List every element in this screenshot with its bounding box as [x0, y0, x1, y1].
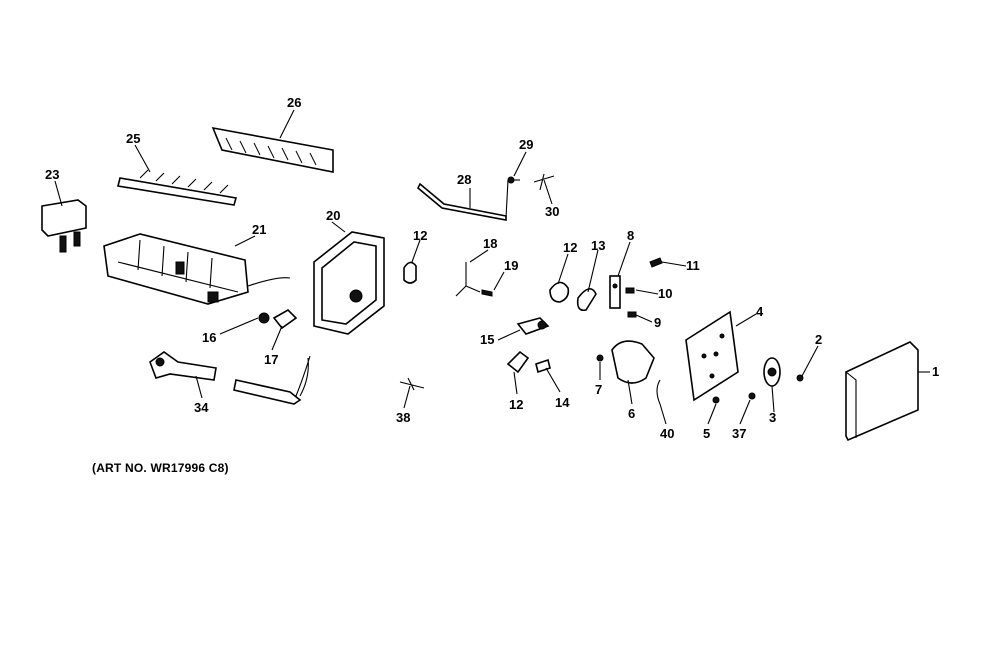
part-1-cover [845, 341, 919, 442]
callout-34: 34 [194, 400, 209, 415]
part-8-switch [609, 275, 621, 309]
part-10-screw [625, 287, 635, 294]
leader-lines [54, 109, 930, 425]
callout-4: 4 [756, 304, 764, 319]
callout-1: 1 [932, 364, 939, 379]
callout-7: 7 [595, 382, 602, 397]
art-number-caption: (ART NO. WR17996 C8) [92, 461, 229, 475]
callout-28: 28 [457, 172, 471, 187]
part-13-lever [576, 288, 597, 312]
part-30-pin [533, 173, 555, 191]
part-38-clip [399, 377, 425, 391]
callout-29: 29 [519, 137, 533, 152]
callout-6: 6 [628, 406, 635, 421]
part-12-cam-b [549, 281, 570, 303]
callout-13: 13 [591, 238, 605, 253]
callout-labels: 26 25 23 21 20 16 17 34 38 28 29 30 12 1… [45, 95, 939, 441]
callout-23: 23 [45, 167, 59, 182]
callout-9: 9 [654, 315, 661, 330]
part-9-screw [627, 311, 637, 318]
part-26-ejector-rail [211, 126, 334, 173]
part-34-fill-tube [149, 351, 217, 381]
callout-8: 8 [627, 228, 634, 243]
part-5-screw [712, 396, 720, 404]
part-18-bracket [455, 262, 481, 297]
callout-14: 14 [555, 395, 570, 410]
callout-12-b: 12 [563, 240, 577, 255]
callout-5: 5 [703, 426, 710, 441]
part-40-wire [656, 379, 661, 405]
part-25-ejector-blades [117, 169, 238, 206]
callout-10: 10 [658, 286, 672, 301]
part-6-motor [611, 340, 655, 384]
part-37-nut [748, 392, 756, 400]
part-12-cam-a [403, 261, 417, 284]
part-28-shutoff-arm [417, 179, 509, 221]
callout-20: 20 [326, 208, 340, 223]
part-3-gear [763, 357, 781, 387]
callout-30: 30 [545, 204, 559, 219]
callout-12-a: 12 [413, 228, 427, 243]
part-20-housing [313, 231, 385, 335]
callout-38: 38 [396, 410, 410, 425]
callout-15: 15 [480, 332, 494, 347]
callout-19: 19 [504, 258, 518, 273]
callout-25: 25 [126, 131, 140, 146]
part-19-screw [481, 289, 493, 297]
callout-17: 17 [264, 352, 278, 367]
callout-12-c: 12 [509, 397, 523, 412]
callout-18: 18 [483, 236, 497, 251]
part-16-screw [258, 312, 270, 324]
callout-40: 40 [660, 426, 674, 441]
callout-26: 26 [287, 95, 301, 110]
part-12-cam-c [506, 350, 530, 374]
part-7-screw [596, 354, 604, 362]
callout-21: 21 [252, 222, 266, 237]
part-29-spring [507, 176, 520, 184]
callout-16: 16 [202, 330, 216, 345]
callout-2: 2 [815, 332, 822, 347]
wire-harness [233, 355, 311, 405]
part-2-screw [796, 374, 804, 382]
callout-11: 11 [686, 258, 700, 273]
part-11-screw [649, 257, 663, 268]
part-15-thermostat [516, 317, 550, 335]
callout-3: 3 [769, 410, 776, 425]
callout-37: 37 [732, 426, 746, 441]
part-23-water-valve [41, 199, 87, 253]
part-17-cam [272, 309, 298, 330]
part-4-mounting-plate [685, 310, 739, 402]
part-21-ice-mold [103, 233, 291, 305]
